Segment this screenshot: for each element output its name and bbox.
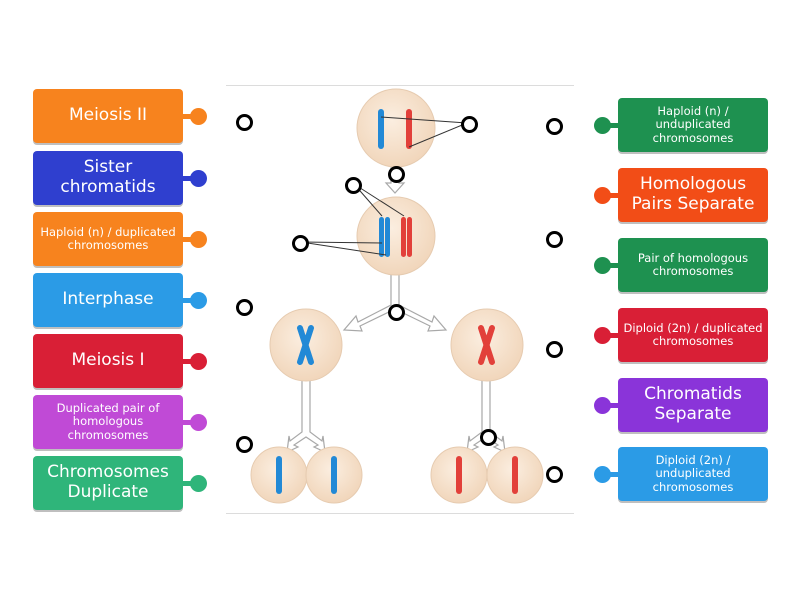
label-text: Meiosis II <box>68 105 148 126</box>
label-homologous-pairs-separate[interactable]: Homologous Pairs Separate <box>594 168 768 222</box>
chromosome-daughter-blue-2 <box>331 456 337 494</box>
chromatid-red-a <box>401 217 406 257</box>
chromatid-red-b <box>407 217 412 257</box>
connector-knob[interactable] <box>190 169 207 187</box>
drop-target[interactable] <box>388 304 405 321</box>
label-text: Diploid (2n) / unduplicated chromosomes <box>652 453 734 494</box>
drop-target[interactable] <box>546 118 563 135</box>
label-chromosomes-duplicate[interactable]: Chromosomes Duplicate <box>33 456 207 510</box>
label-duplicated-pair-homologous[interactable]: Duplicated pair of homologous chromosome… <box>33 395 207 449</box>
label-text: Haploid (n) / duplicated chromosomes <box>40 224 176 252</box>
label-pair-of-homologous[interactable]: Pair of homologous chromosomes <box>594 238 768 292</box>
label-text: Homologous Pairs Separate <box>631 174 755 214</box>
meiosis-diagram <box>250 88 544 504</box>
chromatid-blue-b <box>385 217 390 257</box>
drop-target[interactable] <box>292 235 309 252</box>
connector-knob[interactable] <box>190 107 207 125</box>
chromosome-x-blue <box>297 325 314 365</box>
label-chromatids-separate[interactable]: Chromatids Separate <box>594 378 768 432</box>
label-interphase[interactable]: Interphase <box>33 273 207 327</box>
cell-duplicated <box>356 196 436 276</box>
connector-knob[interactable] <box>594 256 611 274</box>
label-meiosis-ii[interactable]: Meiosis II <box>33 89 207 143</box>
drop-target[interactable] <box>546 231 563 248</box>
connector-knob[interactable] <box>594 396 611 414</box>
chromosome-blue <box>378 109 384 149</box>
arrow-meiosis-i-split <box>342 272 448 332</box>
label-text: Diploid (2n) / duplicated chromosomes <box>623 320 763 348</box>
arrow-meiosis-ii-left <box>286 377 326 453</box>
label-haploid-duplicated[interactable]: Haploid (n) / duplicated chromosomes <box>33 212 207 266</box>
connector-knob[interactable] <box>594 116 611 134</box>
label-meiosis-i[interactable]: Meiosis I <box>33 334 207 388</box>
connector-knob[interactable] <box>190 230 207 248</box>
label-haploid-unduplicated[interactable]: Haploid (n) / unduplicated chromosomes <box>594 98 768 152</box>
chromosome-daughter-red-2 <box>512 456 518 494</box>
drop-target[interactable] <box>546 341 563 358</box>
label-diploid-unduplicated[interactable]: Diploid (2n) / unduplicated chromosomes <box>594 447 768 501</box>
chromosome-x-red <box>478 325 495 365</box>
label-text: Duplicated pair of homologous chromosome… <box>56 401 160 442</box>
drop-target[interactable] <box>345 177 362 194</box>
label-text: Chromosomes Duplicate <box>47 462 169 502</box>
label-text: Interphase <box>62 289 154 310</box>
diagram-bottom-border <box>226 513 574 514</box>
chromosome-daughter-blue-1 <box>276 456 282 494</box>
connector-knob[interactable] <box>594 465 611 483</box>
drop-target[interactable] <box>236 114 253 131</box>
connector-knob[interactable] <box>190 352 207 370</box>
drop-target[interactable] <box>546 466 563 483</box>
drop-target[interactable] <box>236 299 253 316</box>
label-text: Meiosis I <box>71 350 145 371</box>
label-text: Haploid (n) / unduplicated chromosomes <box>652 104 734 145</box>
connector-knob[interactable] <box>190 474 207 492</box>
drop-target[interactable] <box>480 429 497 446</box>
connector-knob[interactable] <box>190 413 207 431</box>
label-text: Pair of homologous chromosomes <box>637 250 749 278</box>
label-text: Sister chromatids <box>60 157 156 197</box>
drop-target[interactable] <box>388 166 405 183</box>
chromosome-daughter-red-1 <box>456 456 462 494</box>
chromosome-red <box>406 109 412 149</box>
drop-target[interactable] <box>461 116 478 133</box>
label-text: Chromatids Separate <box>644 384 742 424</box>
connector-knob[interactable] <box>594 326 611 344</box>
drop-target[interactable] <box>236 436 253 453</box>
cell-interphase <box>356 88 436 168</box>
connector-knob[interactable] <box>594 186 611 204</box>
chromatid-blue-a <box>379 217 384 257</box>
connector-knob[interactable] <box>190 291 207 309</box>
label-sister-chromatids[interactable]: Sister chromatids <box>33 151 207 205</box>
diagram-top-border <box>226 85 574 86</box>
label-diploid-duplicated[interactable]: Diploid (2n) / duplicated chromosomes <box>594 308 768 362</box>
